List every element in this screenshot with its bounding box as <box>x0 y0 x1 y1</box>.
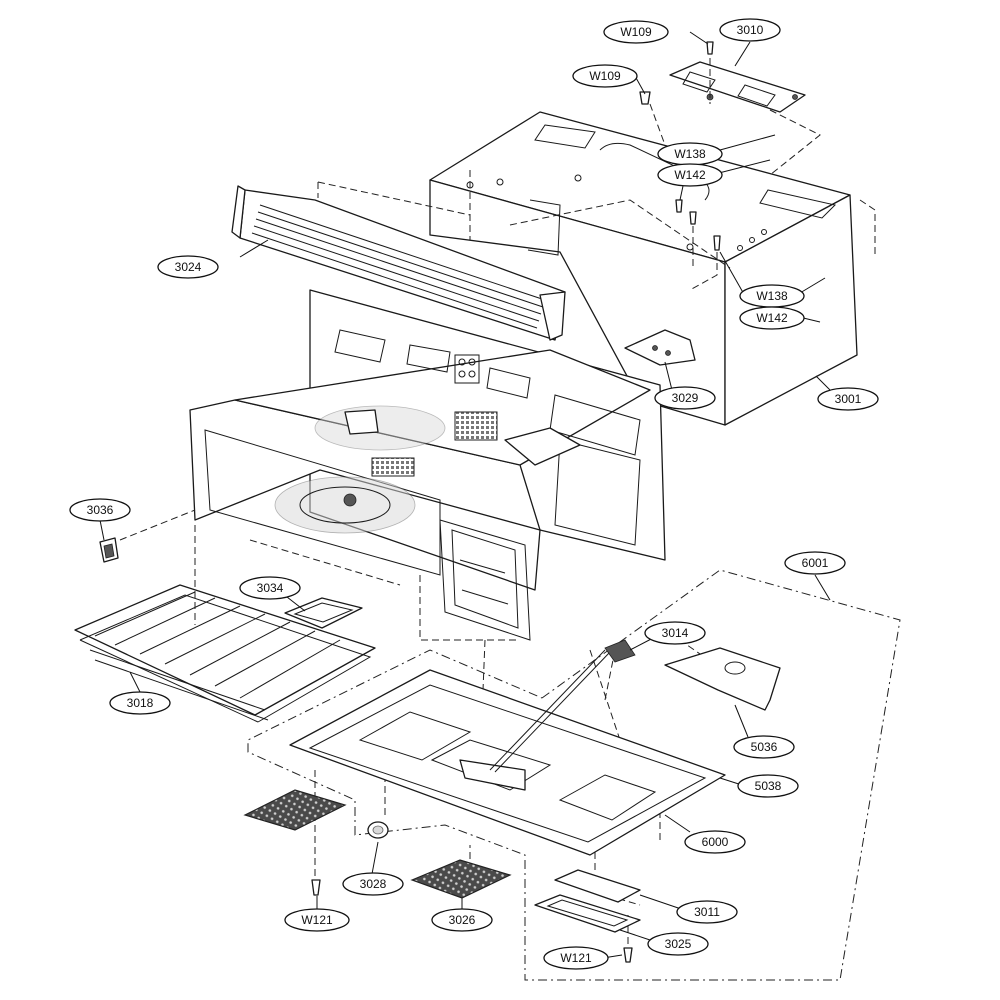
callout-5036: 5036 <box>733 735 795 759</box>
duct-5036 <box>664 647 781 711</box>
callout-label: W138 <box>674 147 706 161</box>
screws-w121 <box>311 879 633 963</box>
callout-label: 3010 <box>737 23 764 37</box>
callout-label: 3024 <box>175 260 202 274</box>
callout-w121-left: W121 <box>284 908 350 932</box>
callout-label: 3029 <box>672 391 699 405</box>
callout-3026: 3026 <box>431 908 493 932</box>
callout-3025: 3025 <box>647 932 709 956</box>
callout-w121-bottom: W121 <box>543 946 609 970</box>
callout-label: W138 <box>756 289 788 303</box>
callout-label: W121 <box>560 951 592 965</box>
callout-3011: 3011 <box>676 900 738 924</box>
lamp-3028 <box>367 821 389 839</box>
callout-w109-left: W109 <box>572 64 638 88</box>
callout-3024: 3024 <box>157 255 219 279</box>
filter-3034 <box>284 597 363 629</box>
callout-w138-right: W138 <box>739 284 805 308</box>
callout-6001: 6001 <box>784 551 846 575</box>
callout-label: 3026 <box>449 913 476 927</box>
callout-label: 3025 <box>665 937 692 951</box>
callout-3018: 3018 <box>109 691 171 715</box>
callout-w138-top: W138 <box>657 142 723 166</box>
callout-label: 3034 <box>257 581 284 595</box>
latch-3036 <box>99 537 119 563</box>
lamp-cover-3011 <box>554 869 641 903</box>
callout-label: W109 <box>589 69 621 83</box>
callout-3028: 3028 <box>342 872 404 896</box>
callout-label: 3011 <box>694 905 720 919</box>
callout-6000: 6000 <box>684 830 746 854</box>
lamp-lens-3025 <box>534 894 641 933</box>
callout-5038: 5038 <box>737 774 799 798</box>
callout-label: 5036 <box>751 740 778 754</box>
callout-label: 6000 <box>702 835 729 849</box>
callout-label: 3014 <box>662 626 689 640</box>
callout-3029: 3029 <box>654 386 716 410</box>
leader-lines <box>99 31 831 959</box>
callout-label: 3018 <box>127 696 154 710</box>
bracket-3029 <box>624 329 696 366</box>
callout-label: 3001 <box>835 392 862 406</box>
callout-label: W109 <box>620 25 652 39</box>
callout-3034: 3034 <box>239 576 301 600</box>
callout-label: 6001 <box>802 556 829 570</box>
wire-rack-3018 <box>74 584 376 723</box>
cavity-frame <box>189 289 666 641</box>
bottom-plate-assembly-6001 <box>247 569 901 981</box>
top-plate-3010 <box>669 61 806 113</box>
callout-3036: 3036 <box>69 498 131 522</box>
callout-w142-top: W142 <box>657 163 723 187</box>
callout-label: W142 <box>756 311 788 325</box>
callout-3014: 3014 <box>644 621 706 645</box>
callout-label: 3028 <box>360 877 387 891</box>
grease-filters <box>243 789 512 899</box>
callout-label: W142 <box>674 168 706 182</box>
callout-w142-right: W142 <box>739 306 805 330</box>
callout-label: 5038 <box>755 779 782 793</box>
callout-3010: 3010 <box>719 18 781 42</box>
callout-3001: 3001 <box>817 387 879 411</box>
callout-w109-top: W109 <box>603 20 669 44</box>
vent-grille-3024 <box>231 185 566 341</box>
callout-label: 3036 <box>87 503 114 517</box>
callout-label: W121 <box>301 913 333 927</box>
